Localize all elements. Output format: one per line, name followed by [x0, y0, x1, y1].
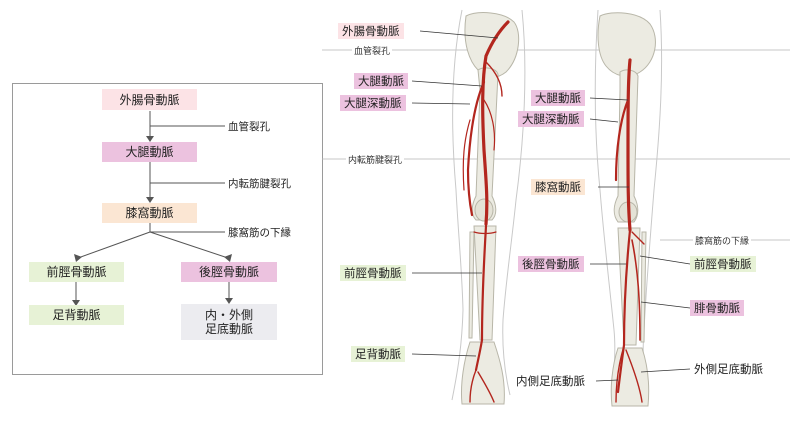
back-label-deep-femoral: 大腿深動脈: [518, 111, 584, 127]
flow-node-posterior-tibial: 後脛骨動脈: [181, 262, 277, 282]
front-label-external-iliac: 外腸骨動脈: [338, 23, 404, 39]
level-label-vascular-lacuna: 血管裂孔: [352, 44, 393, 57]
label-leader-lines: [411, 30, 691, 382]
back-label-peroneal: 腓骨動脈: [690, 300, 744, 316]
flow-node-plantar-line2: 足底動脈: [204, 322, 253, 336]
flow-node-popliteal: 膝窩動脈: [102, 203, 197, 223]
back-label-posterior-tibial: 後脛骨動脈: [518, 256, 584, 272]
front-label-deep-femoral: 大腿深動脈: [340, 95, 406, 111]
flow-node-femoral: 大腿動脈: [102, 142, 197, 162]
front-label-dorsalis-pedis: 足背動脈: [351, 346, 405, 362]
back-label-anterior-tibial: 前脛骨動脈: [690, 256, 756, 272]
back-leg: [594, 9, 663, 407]
flow-label-popliteus-border: 膝窩筋の下縁: [226, 225, 293, 240]
front-leg: [451, 9, 526, 405]
flow-node-dorsalis-pedis: 足背動脈: [29, 305, 124, 325]
level-label-popliteus-border: 膝窩筋の下縁: [693, 234, 752, 247]
flow-node-external-iliac: 外腸骨動脈: [102, 89, 197, 110]
back-label-lateral-plantar: 外側足底動脈: [690, 361, 767, 377]
flow-node-plantar: 内・外側 足底動脈: [181, 304, 277, 340]
flow-label-vascular-lacuna: 血管裂孔: [226, 119, 272, 134]
back-label-medial-plantar: 内側足底動脈: [512, 373, 589, 389]
flow-label-adductor-hiatus: 内転筋腱裂孔: [226, 176, 293, 191]
flow-node-anterior-tibial: 前脛骨動脈: [29, 262, 124, 282]
front-label-anterior-tibial: 前脛骨動脈: [340, 265, 406, 281]
front-label-femoral: 大腿動脈: [354, 73, 408, 89]
flow-node-plantar-line1: 内・外側: [204, 308, 253, 322]
level-label-adductor-hiatus: 内転筋腱裂孔: [346, 153, 405, 166]
back-label-popliteal: 膝窩動脈: [531, 179, 585, 195]
back-label-femoral: 大腿動脈: [531, 90, 585, 106]
